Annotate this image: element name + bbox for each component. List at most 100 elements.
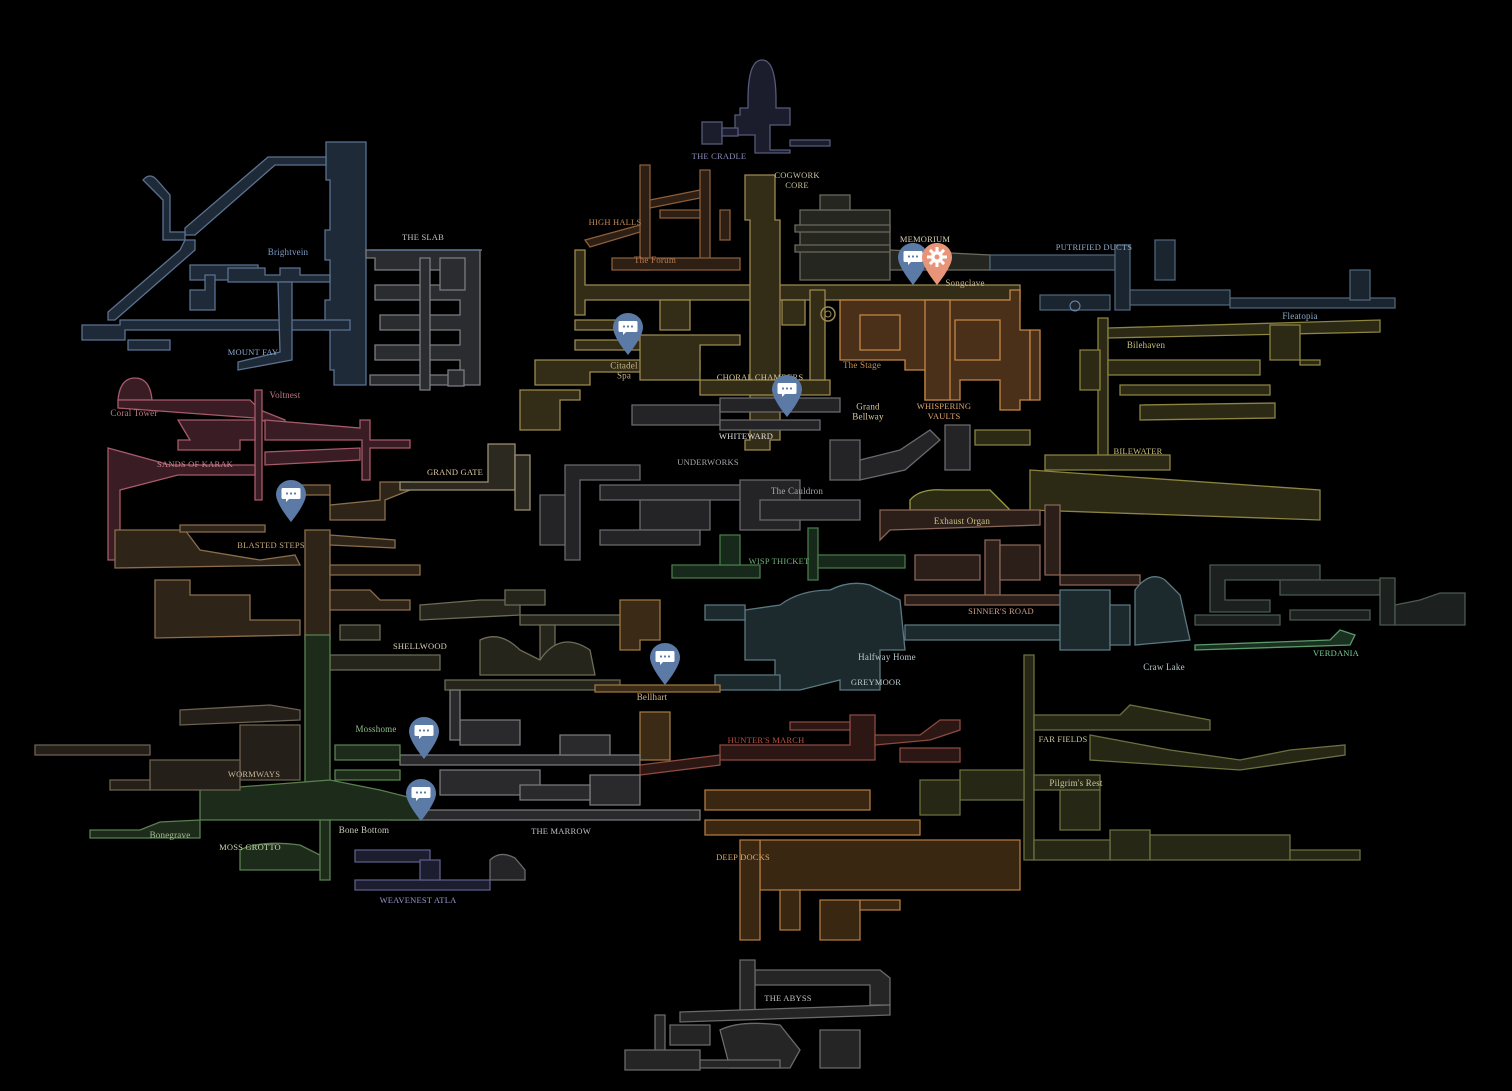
- region-whispering-vaults[interactable]: [839, 289, 1041, 411]
- area-label-far-fields: FAR FIELDS: [1038, 734, 1088, 745]
- map-pin-marker: [772, 375, 802, 417]
- npc-chat-pin[interactable]: [649, 642, 681, 686]
- area-label-weavenest-atla: WEAVENEST ATLA: [379, 895, 457, 906]
- area-label-bellhart: Bellhart: [636, 691, 668, 702]
- region-verdania-grey[interactable]: [1194, 564, 1466, 626]
- region-putrified-ducts[interactable]: [989, 239, 1396, 311]
- area-label-mount-fay: MOUNT FAY: [227, 347, 279, 358]
- region-deep-docks[interactable]: [704, 789, 1021, 941]
- map-pin-marker: [409, 717, 439, 759]
- area-label-the-marrow: THE MARROW: [531, 826, 591, 837]
- region-hunters-march[interactable]: [639, 714, 961, 776]
- npc-chat-pin[interactable]: [897, 242, 929, 286]
- bench-pin[interactable]: [921, 242, 953, 286]
- region-weavenest-grey[interactable]: [489, 853, 526, 881]
- npc-chat-pin[interactable]: [405, 778, 437, 822]
- area-label-sands-of-karak: SANDS OF KARAK: [156, 459, 234, 470]
- npc-chat-pin[interactable]: [408, 716, 440, 760]
- region-sinners-road[interactable]: [879, 504, 1141, 606]
- area-label-blasted-steps: BLASTED STEPS: [237, 540, 305, 551]
- area-label-shellwood: SHELLWOOD: [392, 641, 448, 652]
- ducts-ornament: [1069, 300, 1081, 312]
- map-pin-marker: [650, 643, 680, 685]
- chat-bubble-icon: [655, 651, 675, 665]
- area-label-citadel-spa: Citadel Spa: [610, 360, 638, 381]
- npc-chat-pin[interactable]: [771, 374, 803, 418]
- npc-chat-pin[interactable]: [275, 479, 307, 523]
- area-label-whiteward: WHITEWARD: [718, 431, 774, 442]
- region-wisp-thicket[interactable]: [671, 527, 906, 581]
- chat-bubble-icon: [777, 383, 797, 397]
- region-far-fields[interactable]: [919, 654, 1361, 861]
- chat-bubble-icon: [281, 488, 301, 502]
- area-label-verdania: VERDANIA: [1313, 648, 1359, 659]
- chat-bubble-icon: [414, 725, 434, 739]
- area-label-wisp-thicket: WISP THICKET: [748, 556, 810, 567]
- area-label-the-slab: THE SLAB: [402, 232, 444, 243]
- region-the-abyss[interactable]: [624, 959, 891, 1071]
- region-the-marrow[interactable]: [389, 689, 701, 821]
- region-the-cradle[interactable]: [701, 59, 831, 154]
- region-moss-grotto[interactable]: [89, 634, 421, 881]
- area-label-sinner-s-road: SINNER'S ROAD: [968, 606, 1034, 617]
- citadel-gear-ornament-inner: [824, 310, 832, 318]
- region-shellwood[interactable]: [329, 589, 641, 691]
- area-label-coral-tower: Coral Tower: [110, 407, 158, 418]
- region-greymoor[interactable]: [704, 576, 1191, 691]
- region-blasted-steps[interactable]: [114, 481, 421, 641]
- area-label-bilewater: BILEWATER: [1113, 446, 1163, 457]
- region-high-halls[interactable]: [583, 164, 741, 271]
- region-bellhart[interactable]: [594, 599, 721, 761]
- citadel-gear-ornament: [820, 306, 836, 322]
- area-label-bone-bottom: Bone Bottom: [338, 824, 390, 835]
- area-label-bonegrave: Bonegrave: [149, 829, 191, 840]
- region-citadel[interactable]: [519, 174, 1021, 451]
- area-label-cogwork-core: COGWORK CORE: [774, 170, 820, 190]
- region-mount-fay[interactable]: [81, 141, 367, 386]
- area-label-songclave: Songclave: [945, 277, 985, 288]
- area-label-high-halls: HIGH HALLS: [588, 217, 642, 228]
- area-label-moss-grotto: MOSS GROTTO: [219, 842, 281, 853]
- area-label-grand-gate: GRAND GATE: [426, 467, 484, 478]
- region-exhaust-organ[interactable]: [909, 489, 1012, 511]
- area-label-hunter-s-march: HUNTER'S MARCH: [727, 735, 805, 746]
- area-label-exhaust-organ: Exhaust Organ: [933, 515, 991, 526]
- region-underworks[interactable]: [539, 397, 971, 561]
- chat-bubble-icon: [618, 321, 638, 335]
- gear-icon: [927, 247, 947, 267]
- region-verdania[interactable]: [1194, 629, 1356, 651]
- region-weavenest-atla[interactable]: [354, 849, 491, 891]
- area-label-the-cauldron: The Cauldron: [770, 485, 824, 496]
- area-label-whispering-vaults: WHISPERING VAULTS: [916, 401, 972, 421]
- area-label-the-stage: The Stage: [842, 359, 882, 370]
- region-sands-of-karak[interactable]: [107, 377, 411, 561]
- area-label-deep-docks: DEEP DOCKS: [716, 852, 770, 863]
- npc-chat-pin[interactable]: [612, 312, 644, 356]
- region-the-slab[interactable]: [365, 249, 481, 391]
- map-pin-marker: [613, 313, 643, 355]
- area-label-grand-bellway: Grand Bellway: [852, 401, 884, 422]
- area-label-halfway-home: Halfway Home: [858, 651, 916, 662]
- region-grand-gate[interactable]: [399, 443, 531, 511]
- region-wormways[interactable]: [34, 704, 301, 791]
- area-label-choral-chambers: CHORAL CHAMBERS: [716, 372, 804, 383]
- area-label-fleatopia: Fleatopia: [1282, 310, 1318, 321]
- area-label-the-cradle: THE CRADLE: [691, 151, 747, 162]
- chat-bubble-icon: [903, 251, 923, 265]
- area-label-mosshome: Mosshome: [355, 723, 397, 734]
- area-label-pilgrim-s-rest: Pilgrim's Rest: [1049, 777, 1103, 788]
- region-bilewater[interactable]: [974, 317, 1381, 521]
- area-label-bilehaven: Bilehaven: [1126, 339, 1166, 350]
- area-label-putrified-ducts: PUTRIFIED DUCTS: [1055, 242, 1133, 253]
- map-pin-marker: [406, 779, 436, 821]
- area-label-the-forum: The Forum: [633, 254, 677, 265]
- area-label-greymoor: GREYMOOR: [850, 677, 902, 688]
- area-label-the-abyss: THE ABYSS: [764, 993, 812, 1004]
- area-label-underworks: UNDERWORKS: [677, 457, 739, 468]
- area-label-memorium: MEMORIUM: [899, 234, 951, 245]
- area-label-brightvein: Brightvein: [267, 246, 309, 257]
- area-label-wormways: WORMWAYS: [227, 769, 281, 780]
- area-label-craw-lake: Craw Lake: [1143, 661, 1185, 672]
- map-pin-marker: [276, 480, 306, 522]
